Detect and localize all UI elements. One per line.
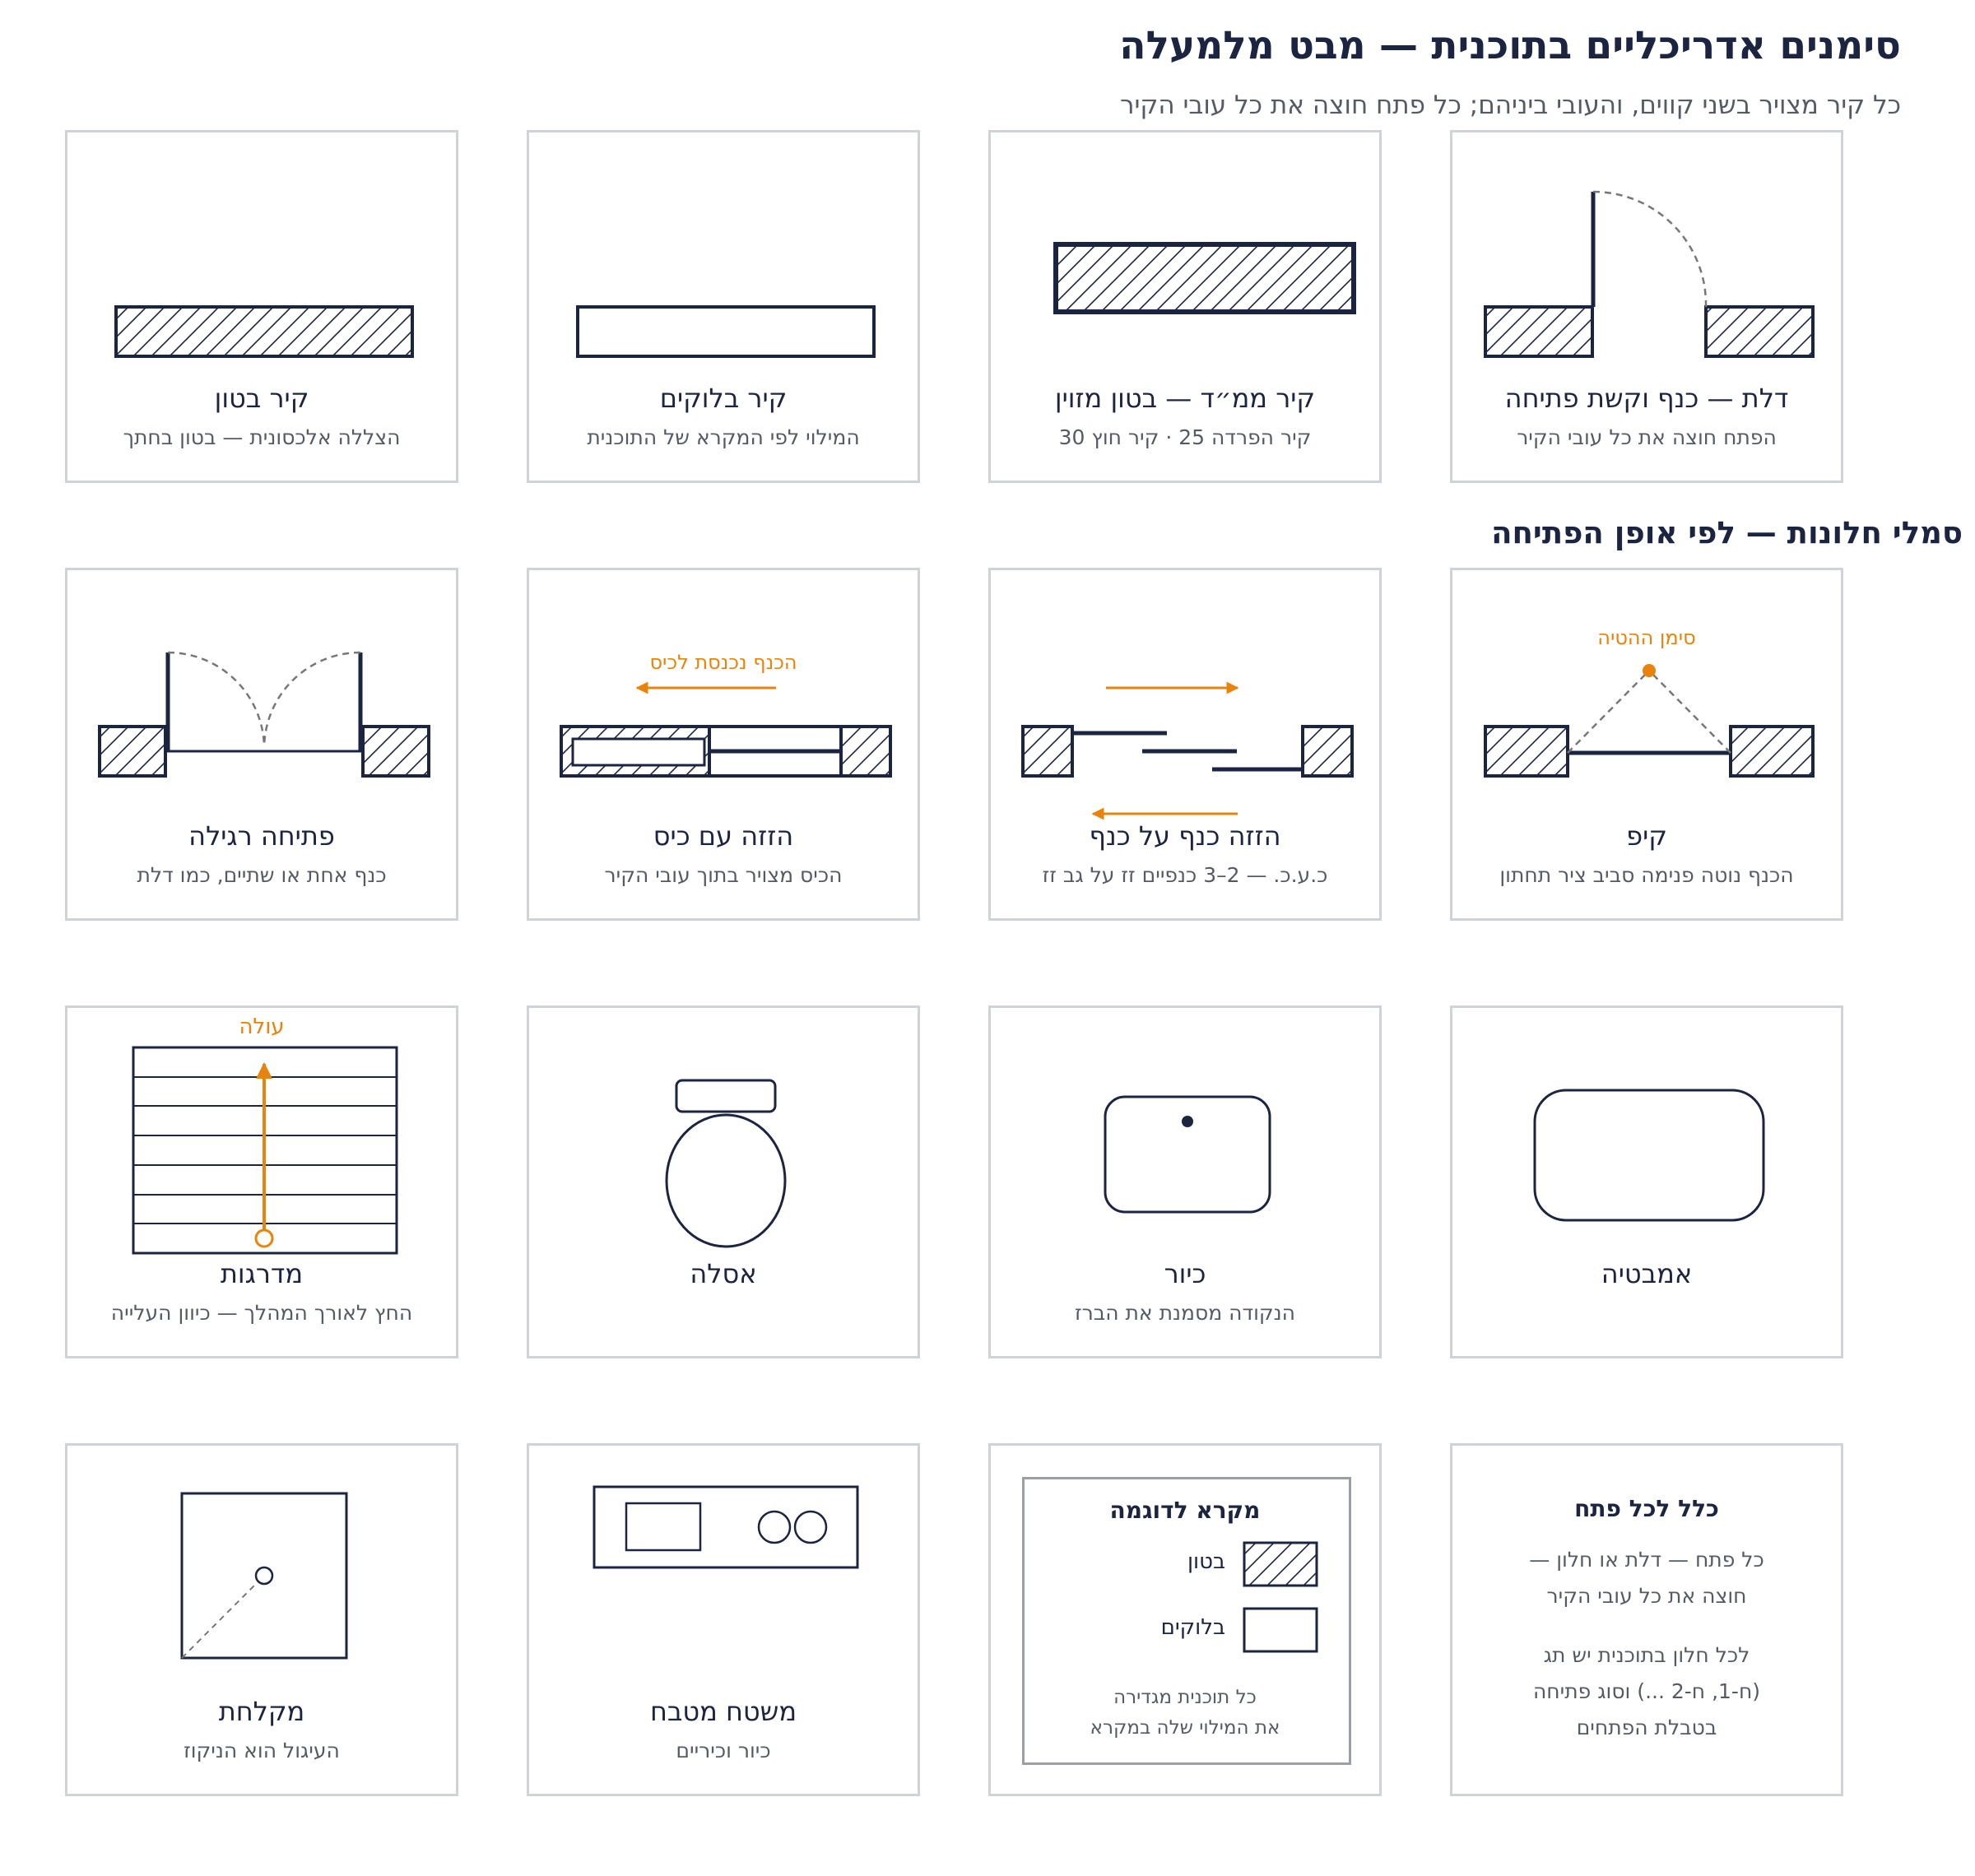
- card-toilet: אסלה: [527, 1005, 920, 1358]
- legend-swatches: [1243, 1541, 1318, 1653]
- faucet-dot: [1182, 1116, 1193, 1127]
- pocket-marker-label: הכנף נכנסת לכיס: [649, 651, 797, 674]
- concrete-wall-symbol: [114, 305, 414, 358]
- card-note: החץ לאורך המהלך — כיוון העלייה: [110, 1301, 413, 1325]
- card-rc-wall: קיר ממ״ד — בטון מזוין קיר הפרדה 25 · קיר…: [988, 130, 1382, 483]
- card-label: דלת — כנף וקשת פתיחה: [1504, 383, 1789, 414]
- card-door: דלת — כנף וקשת פתיחה הפתח חוצה את כל עוב…: [1450, 130, 1843, 483]
- card-label: אסלה: [690, 1258, 757, 1289]
- burner-icon: [757, 1510, 792, 1544]
- rule-title: כלל לכל פתח: [1574, 1495, 1719, 1522]
- section-title-windows: סמלי חלונות — לפי אופן הפתיחה: [1491, 515, 1963, 550]
- card-stairs: עולה מדרגות החץ לאורך המהלך — כיוון העלי…: [65, 1005, 458, 1358]
- card-sliding-window: הזזה כנף על כנף כ.ע.כ. — 2–3 כנפיים זז ע…: [988, 568, 1382, 921]
- card-sink: כיור הנקודה מסמנת את הברז: [988, 1005, 1382, 1358]
- stairs-symbol: [132, 1046, 398, 1255]
- card-note: המילוי לפי המקרא של התוכנית: [587, 425, 860, 449]
- card-label: הזזה כנף על כנף: [1089, 820, 1281, 852]
- card-legend: מקרא לדוגמה בטון בלוקים כל תוכנית מגדירה…: [988, 1443, 1382, 1796]
- legend-blocks-label: בלוקים: [1160, 1615, 1225, 1640]
- kitchen-counter-symbol: [592, 1485, 859, 1569]
- card-note: הכנף נוטה פנימה סביב ציר תחתון: [1499, 863, 1794, 887]
- card-note: הכיס מצויר בתוך עובי הקיר: [604, 863, 843, 887]
- toilet-symbol: [665, 1079, 787, 1248]
- tilt-window-symbol: [1484, 664, 1815, 778]
- pocket-window-symbol: [560, 681, 892, 778]
- card-note: הנקודה מסמנת את הברז: [1074, 1301, 1296, 1325]
- card-shower: מקלחת העיגול הוא הניקוז: [65, 1443, 458, 1796]
- legend-note: את המילוי שלה במקרא: [1090, 1717, 1280, 1739]
- page-subtitle: כל קיר מצויר בשני קווים, והעובי ביניהם; …: [1119, 91, 1901, 120]
- rule-line: בטבלת הפתחים: [1576, 1716, 1717, 1739]
- page-title: סימנים אדריכליים בתוכנית — מבט מלמעלה: [1119, 23, 1901, 68]
- burner-icon: [793, 1510, 828, 1544]
- rule-line: חוצה את כל עובי הקיר: [1546, 1584, 1747, 1608]
- legend-swatch-concrete: [1243, 1541, 1318, 1587]
- rule-line: כל פתח — דלת או חלון —: [1529, 1548, 1764, 1572]
- card-label: הזזה עם כיס: [653, 820, 794, 852]
- card-note: כיור וכיריים: [676, 1739, 771, 1762]
- card-label: כיור: [1164, 1258, 1206, 1289]
- tilt-marker-dot: [1643, 664, 1656, 677]
- legend-box: [1022, 1477, 1351, 1765]
- door-symbol: [1484, 190, 1815, 358]
- sink-symbol: [1104, 1095, 1271, 1214]
- card-label: מדרגות: [220, 1258, 304, 1289]
- stairs-marker-label: עולה: [239, 1015, 285, 1039]
- card-label: מקלחת: [218, 1696, 305, 1727]
- card-note: הצללה אלכסונית — בטון בחתך: [123, 425, 401, 449]
- legend-note: כל תוכנית מגדירה: [1113, 1687, 1257, 1708]
- card-casement-window: פתיחה רגילה כנף אחת או שתיים, כמו דלת: [65, 568, 458, 921]
- card-label: קיר בלוקים: [659, 383, 788, 414]
- shower-symbol: [180, 1492, 348, 1660]
- card-label: קיר בטון: [214, 383, 309, 414]
- tilt-marker-label: סימן ההטיה: [1597, 626, 1696, 649]
- sink-basin: [625, 1502, 702, 1552]
- legend-concrete-label: בטון: [1187, 1549, 1225, 1574]
- rule-line: לכל חלון בתוכנית יש תג: [1543, 1643, 1750, 1667]
- bathtub-symbol: [1533, 1089, 1765, 1222]
- drain-icon: [254, 1566, 274, 1586]
- card-pocket-window: הכנף נכנסת לכיס הזזה עם כיס הכיס מצויר ב…: [527, 568, 920, 921]
- card-note: הפתח חוצה את כל עובי הקיר: [1517, 425, 1777, 449]
- card-bathtub: אמבטיה: [1450, 1005, 1843, 1358]
- rule-line: (ח-1, ח-2 ...) וסוג פתיחה: [1532, 1679, 1761, 1703]
- card-block-wall: קיר בלוקים המילוי לפי המקרא של התוכנית: [527, 130, 920, 483]
- card-label: פתיחה רגילה: [188, 820, 335, 852]
- card-label: אמבטיה: [1601, 1258, 1693, 1289]
- casement-window-symbol: [98, 651, 430, 778]
- sliding-window-symbol: [1021, 681, 1354, 820]
- card-note: קיר הפרדה 25 · קיר חוץ 30: [1058, 425, 1312, 449]
- card-label: קיפ: [1626, 820, 1667, 852]
- card-note: העיגול הוא הניקוז: [184, 1739, 340, 1762]
- card-rule: כלל לכל פתח כל פתח — דלת או חלון — חוצה …: [1450, 1443, 1843, 1796]
- card-tilt-window: סימן ההטיה קיפ הכנף נוטה פנימה סביב ציר …: [1450, 568, 1843, 921]
- card-label: משטח מטבח: [649, 1696, 797, 1727]
- card-kitchen-counter: משטח מטבח כיור וכיריים: [527, 1443, 920, 1796]
- card-note: כ.ע.כ. — 2–3 כנפיים זז על גב זז: [1042, 863, 1328, 887]
- card-concrete-wall: קיר בטון הצללה אלכסונית — בטון בחתך: [65, 130, 458, 483]
- card-label: קיר ממ״ד — בטון מזוין: [1054, 383, 1316, 414]
- card-note: כנף אחת או שתיים, כמו דלת: [137, 863, 387, 887]
- rc-wall-symbol: [1053, 242, 1356, 314]
- block-wall-symbol: [576, 305, 876, 358]
- legend-swatch-blocks: [1243, 1607, 1318, 1653]
- legend-title: מקרא לדוגמה: [1109, 1497, 1261, 1524]
